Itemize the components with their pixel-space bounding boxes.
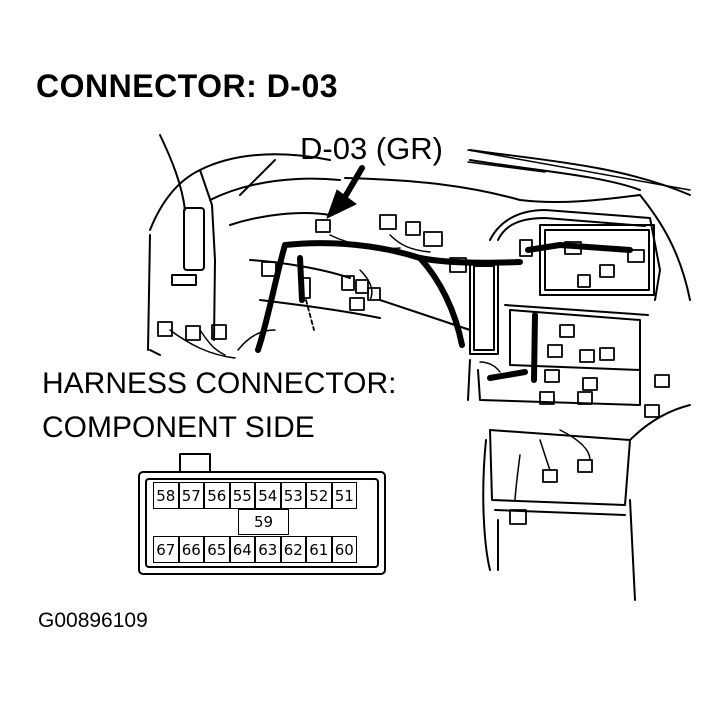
page-title: CONNECTOR: D-03 [36, 68, 339, 104]
pin-cell: 52 [306, 482, 332, 509]
pin-cell: 60 [331, 536, 357, 563]
harness-label-line2: COMPONENT SIDE [42, 411, 315, 444]
pin-cell: 57 [178, 482, 204, 509]
center-console-drawing [467, 209, 691, 601]
thin-wires [169, 234, 591, 501]
harness-label-line1: HARNESS CONNECTOR: [42, 367, 397, 400]
figure-id: G00896109 [38, 609, 148, 632]
pin-cell: 54 [255, 482, 281, 509]
wiring-harness [255, 240, 633, 383]
connector-callout-label: D-03 (GR) [300, 131, 443, 166]
connector-top-row: 58 57 56 55 54 53 52 51 [153, 482, 357, 509]
callout-leaders [467, 149, 691, 373]
pin-cell: 56 [204, 482, 230, 509]
harness-connectors [157, 214, 467, 341]
pin-cell: 55 [229, 482, 255, 509]
pin-cell: 58 [153, 482, 179, 509]
pin-cell: 63 [255, 536, 281, 563]
pin-cell: 67 [153, 536, 179, 563]
pin-cell: 53 [280, 482, 306, 509]
pin-cell: 66 [178, 536, 204, 563]
pin-cell: 51 [331, 482, 357, 509]
arrow-icon [326, 165, 365, 219]
pin-cell: 65 [204, 536, 230, 563]
pin-cell: 62 [280, 536, 306, 563]
left-pillar-drawing [147, 134, 216, 356]
console-connectors [509, 239, 670, 525]
pin-cell: 61 [306, 536, 332, 563]
pin-cell-center: 59 [238, 509, 289, 535]
pin-cell: 64 [229, 536, 255, 563]
harness-label: HARNESS CONNECTOR: COMPONENT SIDE [42, 362, 397, 450]
connector-bottom-row: 67 66 65 64 63 62 61 60 [153, 536, 357, 563]
